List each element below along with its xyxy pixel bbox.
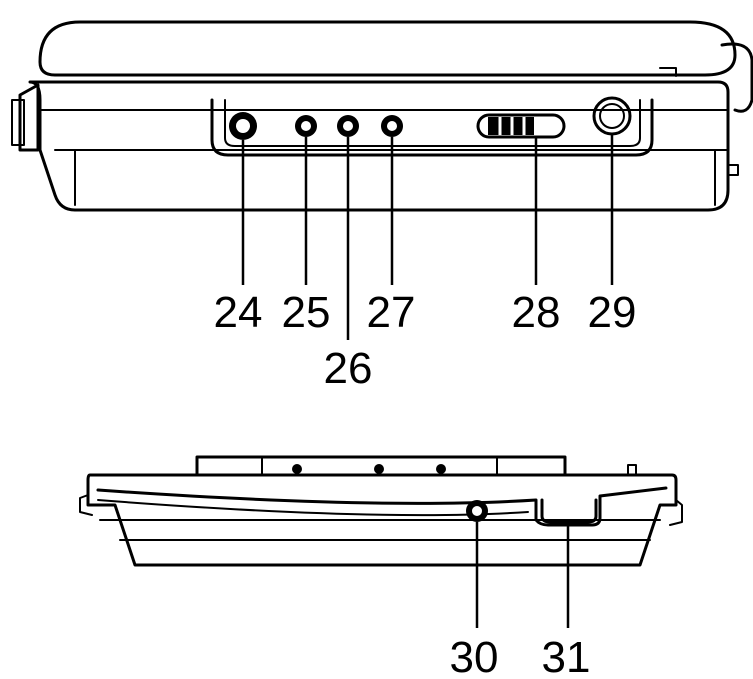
control-panel-recess <box>210 98 654 157</box>
jack-30 <box>466 500 488 522</box>
slot-31 <box>540 498 598 524</box>
jack-27 <box>381 115 403 137</box>
callout-26: 26 <box>324 344 373 393</box>
top-ridge <box>195 455 567 476</box>
device-lid <box>38 20 737 77</box>
jack-24 <box>229 112 257 140</box>
top-callouts: 24 25 26 27 28 29 <box>214 288 637 393</box>
front-body <box>86 473 678 567</box>
callout-24: 24 <box>214 288 263 337</box>
slide-switch-28 <box>476 113 566 139</box>
bottom-leaders <box>475 522 570 628</box>
callout-27: 27 <box>367 288 416 337</box>
callout-31: 31 <box>542 633 591 679</box>
top-leaders <box>241 134 614 340</box>
callout-29: 29 <box>588 288 637 337</box>
left-side-block <box>18 83 40 152</box>
device-side-view <box>11 20 753 212</box>
bottom-callouts: 30 31 <box>450 633 591 679</box>
hinge-loop <box>720 42 753 113</box>
callout-28: 28 <box>512 288 561 337</box>
jack-25 <box>295 115 317 137</box>
callout-30: 30 <box>450 633 499 679</box>
jack-26 <box>337 115 359 137</box>
device-front-view <box>79 455 683 567</box>
callout-25: 25 <box>282 288 331 337</box>
socket-29 <box>592 96 632 136</box>
